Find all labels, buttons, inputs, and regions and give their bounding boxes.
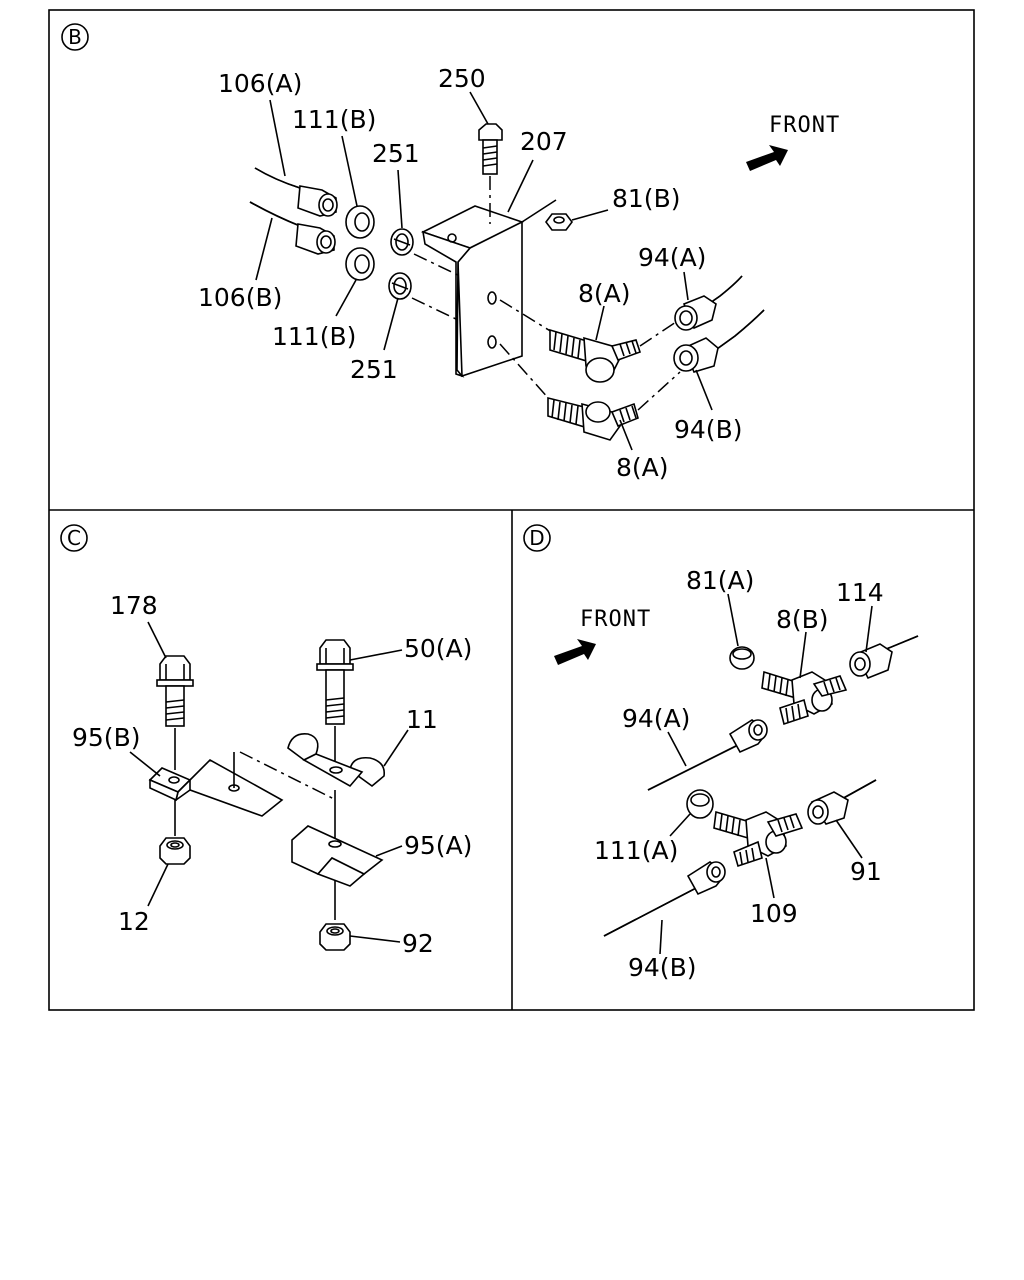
section-b-marker-circle — [61, 23, 89, 51]
label-111a: 111(A) — [594, 836, 678, 865]
clip-11 — [287, 732, 386, 788]
label-251-top: 251 — [372, 139, 420, 168]
pipe-94b — [603, 861, 726, 937]
label-94b-d: 94(B) — [628, 953, 696, 982]
label-106a: 106(A) — [218, 69, 302, 98]
nut-81a — [729, 646, 755, 670]
hose-91 — [807, 779, 877, 825]
hose-94a — [674, 275, 743, 331]
bolt-178 — [156, 655, 194, 770]
section-b-marker: B — [68, 25, 82, 49]
section-d-front-label: FRONT — [580, 607, 651, 632]
label-106b: 106(B) — [198, 283, 282, 312]
hose-106b — [249, 201, 336, 255]
section-d: D FRONT — [523, 524, 919, 982]
label-111b-top: 111(B) — [292, 105, 376, 134]
label-178: 178 — [110, 591, 158, 620]
label-8a-bottom: 8(A) — [616, 453, 669, 482]
label-12: 12 — [118, 907, 150, 936]
label-94a-d: 94(A) — [622, 704, 690, 733]
section-c: C — [60, 524, 472, 958]
nut-12 — [159, 800, 191, 865]
section-b-front-label: FRONT — [769, 113, 840, 138]
elbow-8a-top — [499, 299, 683, 383]
label-250: 250 — [438, 64, 486, 93]
section-d-marker: D — [529, 526, 544, 550]
label-81a: 81(A) — [686, 566, 754, 595]
elbow-8a-bottom — [499, 343, 681, 441]
nut-111a — [686, 789, 714, 819]
section-b: B FRONT — [61, 23, 840, 482]
hose-94b — [673, 309, 765, 373]
label-50a: 50(A) — [404, 634, 472, 663]
bracket-95a — [291, 790, 384, 887]
label-8b: 8(B) — [776, 605, 829, 634]
front-arrow-icon — [746, 145, 788, 171]
label-111b-bottom: 111(B) — [272, 322, 356, 351]
label-94b: 94(B) — [674, 415, 742, 444]
label-8a-top: 8(A) — [578, 279, 631, 308]
nut-81b — [545, 213, 573, 231]
section-c-marker: C — [67, 526, 81, 550]
section-c-marker-circle — [60, 524, 88, 552]
section-d-marker-circle — [523, 524, 551, 552]
bracket-95b — [148, 751, 337, 817]
label-207: 207 — [520, 127, 568, 156]
front-arrow-icon-d — [554, 639, 596, 665]
leaders-b — [255, 91, 713, 451]
pipe-94a — [647, 719, 768, 791]
leaders-d — [659, 593, 873, 955]
nut-92 — [319, 880, 351, 951]
bracket-207 — [420, 199, 557, 378]
label-91: 91 — [850, 857, 882, 886]
tee-109 — [713, 810, 804, 868]
label-95b: 95(B) — [72, 723, 140, 752]
frame-lines — [48, 9, 975, 1011]
label-109: 109 — [750, 899, 798, 928]
hose-114 — [849, 635, 919, 680]
washer-111b-bottom — [345, 247, 375, 281]
label-94a: 94(A) — [638, 243, 706, 272]
bolt-50a — [316, 639, 354, 770]
label-81b: 81(B) — [612, 184, 680, 213]
label-11: 11 — [406, 705, 438, 734]
leaders-c — [129, 621, 409, 943]
bolt-250 — [478, 123, 503, 224]
tee-8b — [761, 670, 848, 726]
label-251-bottom: 251 — [350, 355, 398, 384]
springwasher-251-top — [390, 228, 414, 256]
label-92: 92 — [402, 929, 434, 958]
springwasher-251-bottom — [388, 272, 412, 300]
hose-106a — [254, 167, 338, 217]
label-95a: 95(A) — [404, 831, 472, 860]
label-114: 114 — [836, 578, 884, 607]
washer-111b-top — [345, 205, 375, 239]
